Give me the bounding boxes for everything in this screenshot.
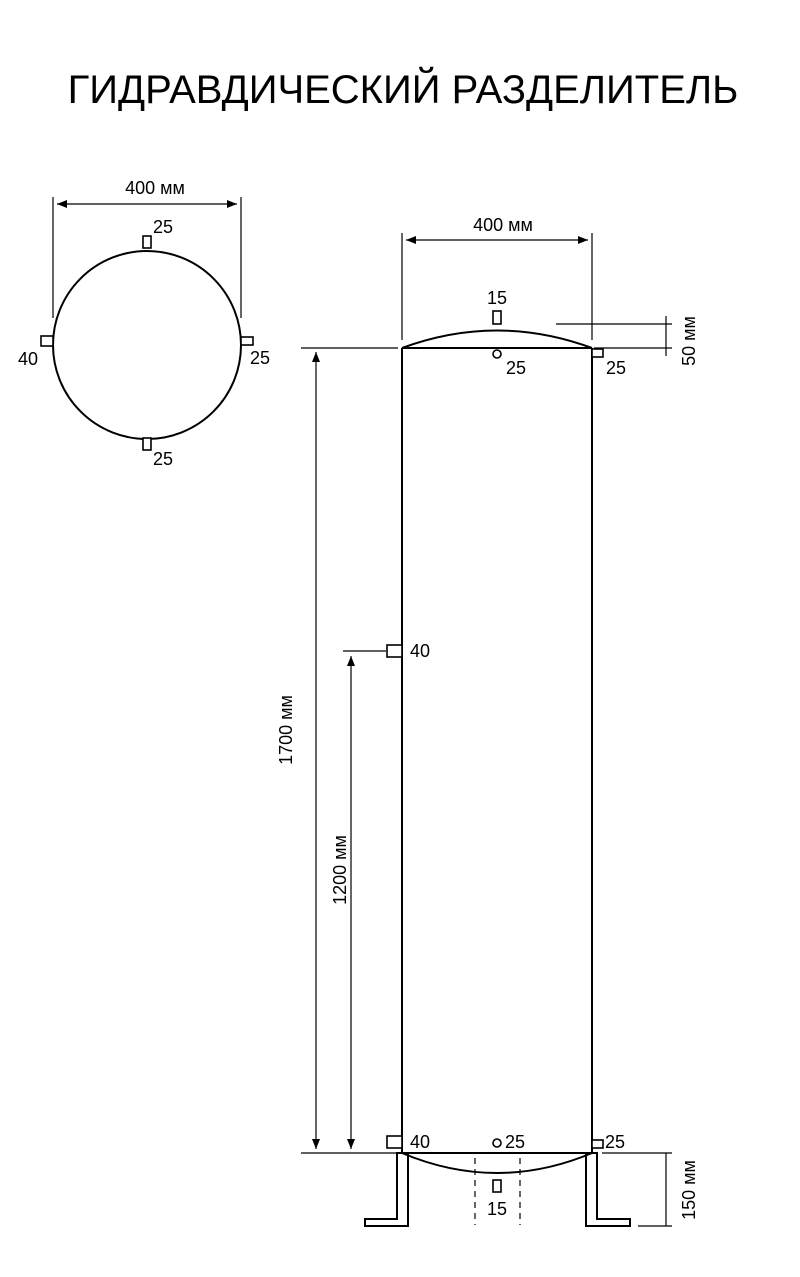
top-right-port-25-label: 25	[606, 358, 626, 378]
top-view-port-right-label: 25	[250, 348, 270, 368]
top-port-15	[492, 310, 502, 325]
height-mid-label: 1200 мм	[330, 835, 350, 905]
top-view-width-label: 400 мм	[125, 178, 185, 198]
cap-height-label: 50 мм	[679, 316, 699, 366]
bottom-port-15	[492, 1179, 502, 1193]
bottom-inner-port-25-label: 25	[505, 1132, 525, 1152]
page-title: ГИДРАВДИЧЕСКИЙ РАЗДЕЛИТЕЛЬ	[68, 66, 739, 112]
top-view: 400 мм 25 40 25 25	[18, 178, 270, 469]
top-view-port-bottom-label: 25	[153, 449, 173, 469]
leg-left	[364, 1152, 409, 1227]
legs-height-label: 150 мм	[679, 1160, 699, 1220]
vessel-bottom-cap	[401, 1152, 593, 1174]
side-view-width-label: 400 мм	[473, 215, 533, 235]
top-view-port-top	[142, 235, 152, 249]
side-view: 400 мм 15 25 25 50 мм 40 1700 мм 1200 мм	[276, 215, 699, 1227]
bottom-port-15-label: 15	[487, 1199, 507, 1219]
top-view-port-top-label: 25	[153, 217, 173, 237]
top-inner-port-25	[492, 349, 502, 359]
leg-right	[585, 1152, 631, 1227]
top-view-port-left-label: 40	[18, 349, 38, 369]
bottom-left-port-40	[386, 1135, 403, 1149]
bottom-right-port-25-label: 25	[605, 1132, 625, 1152]
top-port-15-label: 15	[487, 288, 507, 308]
mid-left-port-40-label: 40	[410, 641, 430, 661]
top-inner-port-25-label: 25	[506, 358, 526, 378]
top-view-port-bottom	[142, 437, 152, 451]
bottom-inner-port-25	[492, 1138, 502, 1148]
height-total-label: 1700 мм	[276, 695, 296, 765]
bottom-right-port-25	[591, 1139, 604, 1149]
top-view-port-right	[240, 336, 254, 346]
mid-left-port-40	[386, 644, 403, 658]
bottom-left-port-40-label: 40	[410, 1132, 430, 1152]
top-view-circle	[52, 250, 242, 440]
top-view-port-left	[40, 335, 54, 347]
top-right-port-25	[591, 348, 604, 358]
vessel-top-cap	[401, 329, 593, 349]
